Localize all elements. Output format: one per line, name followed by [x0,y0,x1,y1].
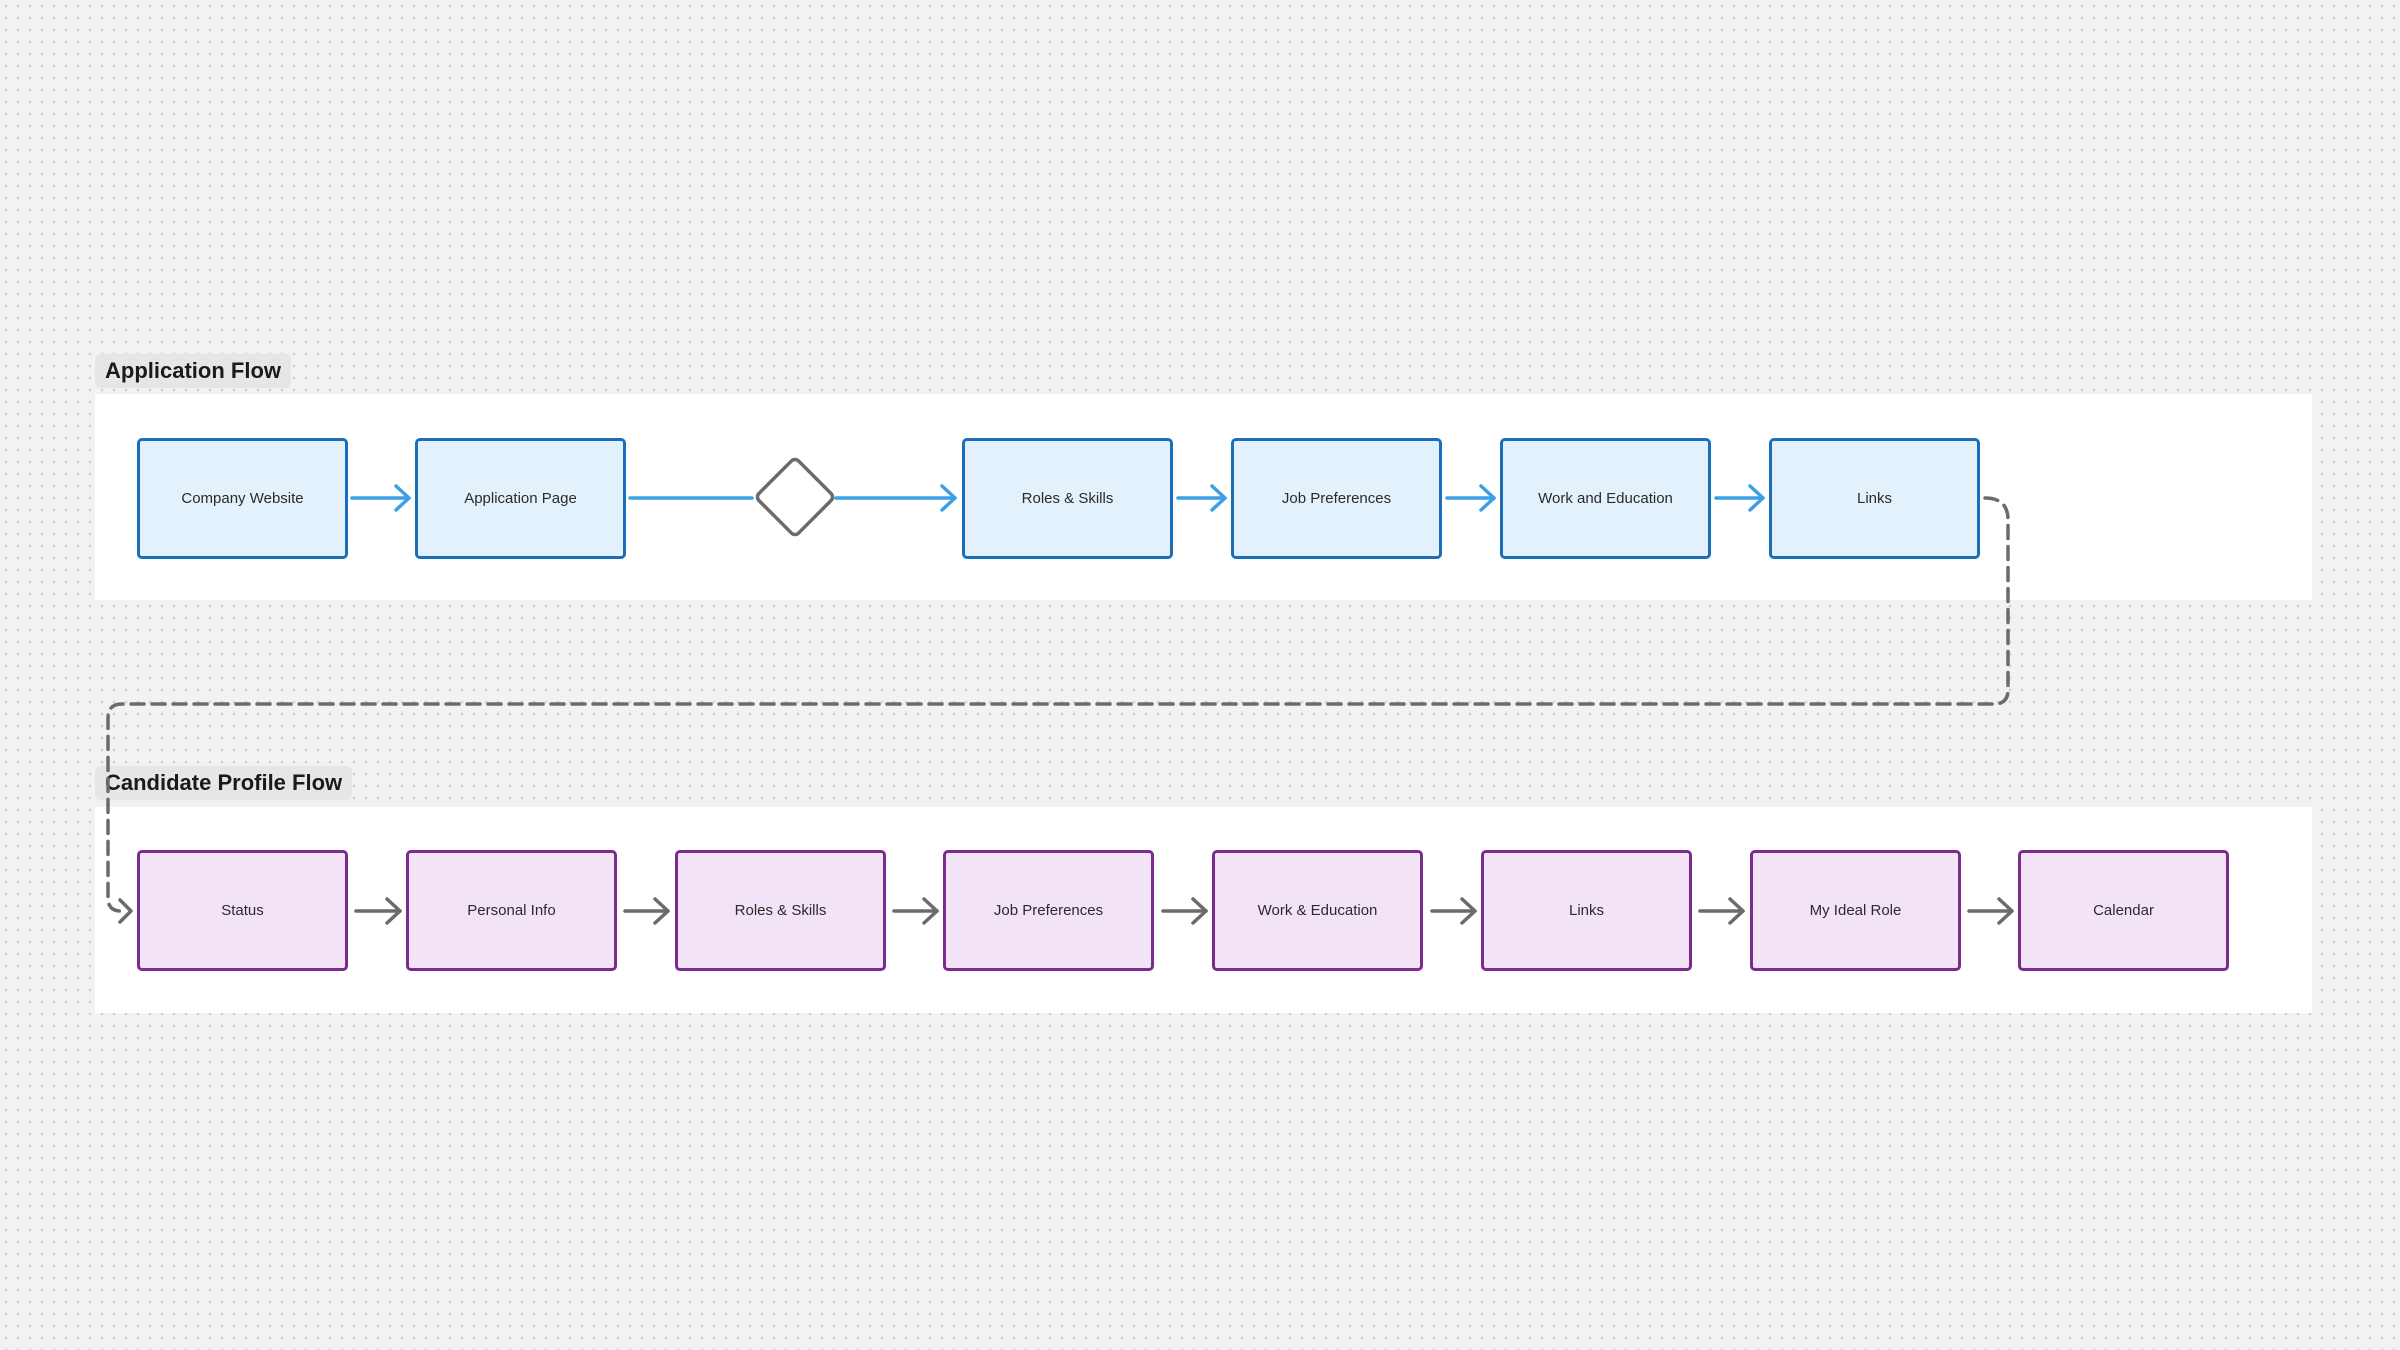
application-flow-title: Application Flow [95,354,291,388]
node-work-and-education[interactable]: Work and Education [1500,438,1711,559]
node-calendar[interactable]: Calendar [2018,850,2229,971]
node-status[interactable]: Status [137,850,348,971]
candidate-profile-flow-title: Candidate Profile Flow [95,766,353,800]
node-roles-skills-profile[interactable]: Roles & Skills [675,850,886,971]
node-company-website[interactable]: Company Website [137,438,348,559]
node-job-preferences[interactable]: Job Preferences [1231,438,1442,559]
node-personal-info[interactable]: Personal Info [406,850,617,971]
node-roles-skills[interactable]: Roles & Skills [962,438,1173,559]
node-job-preferences-profile[interactable]: Job Preferences [943,850,1154,971]
node-application-page[interactable]: Application Page [415,438,626,559]
node-links[interactable]: Links [1769,438,1980,559]
node-links-profile[interactable]: Links [1481,850,1692,971]
node-my-ideal-role[interactable]: My Ideal Role [1750,850,1961,971]
node-work-education[interactable]: Work & Education [1212,850,1423,971]
